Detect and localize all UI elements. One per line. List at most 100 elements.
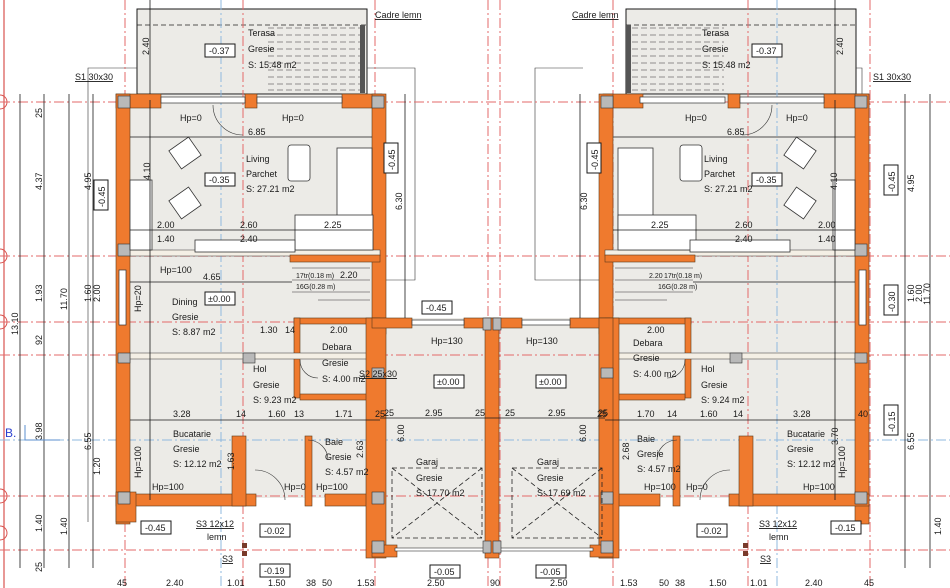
svg-text:S: 17.69 m2: S: 17.69 m2	[537, 488, 586, 498]
svg-text:-0.45: -0.45	[145, 523, 166, 533]
svg-text:1.71: 1.71	[335, 409, 353, 419]
svg-text:±0.00: ±0.00	[208, 294, 230, 304]
svg-text:4.95: 4.95	[83, 172, 93, 190]
svg-text:16G(0.28 m): 16G(0.28 m)	[658, 284, 697, 291]
svg-text:Hp=0: Hp=0	[282, 113, 304, 123]
svg-text:-0.45: -0.45	[97, 186, 107, 207]
svg-text:25: 25	[375, 409, 385, 419]
dimension-lines	[19, 0, 931, 568]
svg-text:2.00: 2.00	[647, 325, 665, 335]
svg-text:2.00: 2.00	[914, 284, 924, 302]
svg-text:Hp=20: Hp=20	[133, 285, 143, 312]
svg-text:Gresie: Gresie	[416, 473, 443, 483]
svg-text:Hp=100: Hp=100	[837, 446, 847, 478]
svg-text:S: 4.00 m2: S: 4.00 m2	[322, 374, 366, 384]
svg-text:Cadre lemn: Cadre lemn	[375, 10, 422, 20]
svg-text:4.95: 4.95	[906, 174, 916, 192]
svg-text:1.50: 1.50	[709, 578, 727, 588]
svg-text:1.40: 1.40	[34, 514, 44, 532]
svg-text:S: 9.23 m2: S: 9.23 m2	[253, 395, 297, 405]
svg-text:Gresie: Gresie	[537, 473, 564, 483]
svg-text:17tr(0.18 m): 17tr(0.18 m)	[296, 273, 334, 280]
svg-text:13.10: 13.10	[10, 312, 20, 335]
svg-text:2.40: 2.40	[141, 37, 151, 55]
svg-text:1.93: 1.93	[34, 284, 44, 302]
svg-text:2.25: 2.25	[324, 220, 342, 230]
svg-text:Hp=100: Hp=100	[316, 482, 348, 492]
svg-text:2.40: 2.40	[240, 234, 258, 244]
svg-text:S: 27.21 m2: S: 27.21 m2	[704, 184, 753, 194]
svg-text:Cadre lemn: Cadre lemn	[572, 10, 619, 20]
svg-text:2.60: 2.60	[240, 220, 258, 230]
svg-text:B.: B.	[5, 426, 16, 440]
svg-text:Hp=100: Hp=100	[803, 482, 835, 492]
svg-text:-0.37: -0.37	[209, 46, 230, 56]
terrace-right	[625, 8, 857, 95]
svg-text:4.37: 4.37	[34, 172, 44, 190]
svg-text:Garaj: Garaj	[416, 457, 438, 467]
svg-text:1.40: 1.40	[933, 517, 943, 535]
svg-text:Gresie: Gresie	[637, 449, 664, 459]
svg-text:-0.02: -0.02	[701, 526, 722, 536]
svg-text:Hp=0: Hp=0	[284, 482, 306, 492]
svg-text:6.00: 6.00	[396, 424, 406, 442]
svg-text:Dining: Dining	[172, 297, 198, 307]
svg-text:6.30: 6.30	[394, 192, 404, 210]
svg-text:Hp=100: Hp=100	[152, 482, 184, 492]
svg-text:Hol: Hol	[701, 364, 715, 374]
svg-text:1.60: 1.60	[700, 409, 718, 419]
svg-text:Garaj: Garaj	[537, 457, 559, 467]
svg-text:6.85: 6.85	[248, 127, 266, 137]
svg-text:3.28: 3.28	[173, 409, 191, 419]
svg-text:S: 4.57 m2: S: 4.57 m2	[637, 464, 681, 474]
garage-door-outlines	[391, 467, 603, 539]
svg-text:-0.35: -0.35	[209, 175, 230, 185]
svg-text:2.60: 2.60	[735, 220, 753, 230]
svg-text:Hp=0: Hp=0	[786, 113, 808, 123]
svg-text:2.00: 2.00	[818, 220, 836, 230]
svg-text:S: 15.48 m2: S: 15.48 m2	[702, 60, 751, 70]
svg-text:1.60: 1.60	[906, 284, 916, 302]
svg-text:4.10: 4.10	[142, 162, 152, 180]
svg-text:50: 50	[659, 578, 669, 588]
svg-text:Hp=0: Hp=0	[686, 482, 708, 492]
svg-text:25: 25	[384, 408, 394, 418]
windows	[118, 96, 867, 326]
svg-text:1.50: 1.50	[268, 578, 286, 588]
svg-text:2.50: 2.50	[427, 578, 445, 588]
svg-text:17tr(0.18 m): 17tr(0.18 m)	[664, 273, 702, 280]
svg-text:S: 4.00 m2: S: 4.00 m2	[633, 369, 677, 379]
svg-text:45: 45	[864, 578, 874, 588]
svg-text:Hol: Hol	[253, 364, 267, 374]
svg-text:1.01: 1.01	[750, 578, 768, 588]
stairs	[292, 267, 693, 301]
svg-text:1.40: 1.40	[818, 234, 836, 244]
svg-text:1.53: 1.53	[620, 578, 638, 588]
svg-text:Gresie: Gresie	[253, 380, 280, 390]
svg-text:2.40: 2.40	[805, 578, 823, 588]
svg-text:2.68: 2.68	[621, 442, 631, 460]
svg-text:-0.30: -0.30	[887, 291, 897, 312]
svg-text:1.70: 1.70	[637, 409, 655, 419]
svg-text:1.40: 1.40	[157, 234, 175, 244]
svg-text:Gresie: Gresie	[325, 452, 352, 462]
furniture	[129, 136, 856, 253]
svg-text:Hp=100: Hp=100	[644, 482, 676, 492]
svg-text:2.95: 2.95	[548, 408, 566, 418]
svg-text:Gresie: Gresie	[173, 444, 200, 454]
svg-text:2.00: 2.00	[157, 220, 175, 230]
svg-text:50: 50	[322, 578, 332, 588]
svg-text:-0.02: -0.02	[264, 526, 285, 536]
svg-text:-0.05: -0.05	[540, 567, 561, 577]
svg-text:25: 25	[598, 408, 608, 418]
svg-text:Gresie: Gresie	[633, 353, 660, 363]
svg-text:38: 38	[306, 578, 316, 588]
svg-text:2.00: 2.00	[92, 284, 102, 302]
terrace-left	[136, 8, 368, 95]
svg-text:11.70: 11.70	[922, 283, 932, 305]
svg-text:-0.05: -0.05	[434, 567, 455, 577]
svg-text:3.70: 3.70	[830, 427, 840, 445]
svg-text:Debara: Debara	[633, 338, 663, 348]
svg-text:6.30: 6.30	[579, 192, 589, 210]
